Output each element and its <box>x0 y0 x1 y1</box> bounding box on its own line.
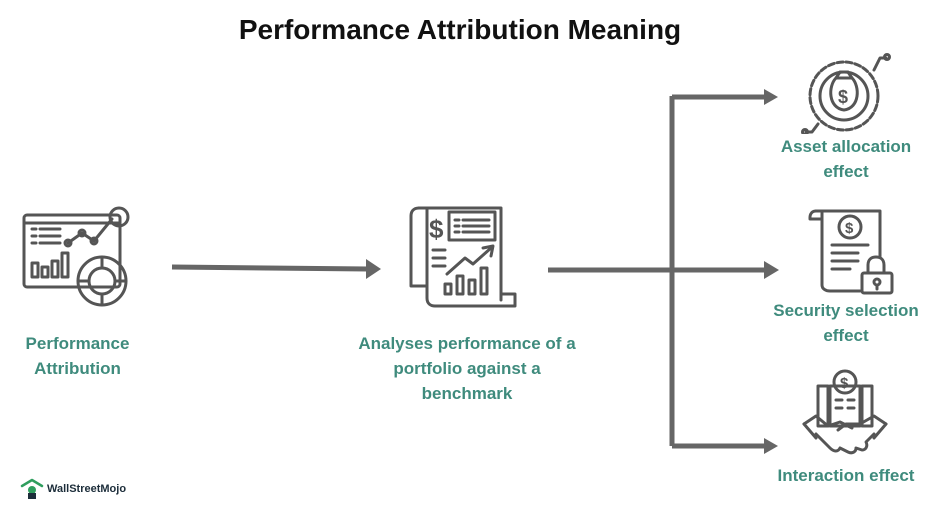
arrowhead-asset <box>764 89 778 105</box>
arrowhead-middle <box>366 259 381 279</box>
interaction-effect-label: Interaction effect <box>760 463 932 488</box>
handshake-icon: $ <box>802 369 888 455</box>
arrowhead-interaction <box>764 438 778 454</box>
svg-text:$: $ <box>845 220 854 237</box>
asset-allocation-effect-label: Asset allocation effect <box>768 134 924 184</box>
financial-report-icon: $ <box>409 206 517 308</box>
label-line: Security selection <box>773 301 919 320</box>
analytics-dashboard-icon <box>22 206 130 307</box>
security-selection-effect-label: Security selection effect <box>758 298 934 348</box>
page-title: Performance Attribution Meaning <box>238 14 682 45</box>
arrow-source-to-middle <box>171 264 369 272</box>
label-line: effect <box>823 162 869 181</box>
svg-text:$: $ <box>429 214 444 244</box>
label-line: benchmark <box>421 384 513 403</box>
label-line: effect <box>823 326 869 345</box>
arrowhead-security <box>764 261 779 279</box>
money-bag-gauge-icon: $ <box>801 53 891 134</box>
label-line: Analyses performance of a <box>358 334 576 353</box>
wallstreetmojo-logo: WallStreetMojo <box>20 478 126 500</box>
label-line: Asset allocation <box>780 137 912 156</box>
analyses-performance-label: Analyses performance of a portfolio agai… <box>340 331 594 406</box>
svg-text:$: $ <box>840 375 849 392</box>
label-line: Performance <box>25 334 130 353</box>
secured-document-icon: $ <box>808 209 894 295</box>
label-line: Interaction effect <box>777 466 915 485</box>
svg-text:$: $ <box>838 87 848 107</box>
logo-mark-icon <box>20 478 44 499</box>
label-line: Attribution <box>34 359 121 378</box>
label-line: portfolio against a <box>393 359 541 378</box>
logo-text: WallStreetMojo <box>47 483 127 495</box>
performance-attribution-label: Performance Attribution <box>0 331 155 381</box>
